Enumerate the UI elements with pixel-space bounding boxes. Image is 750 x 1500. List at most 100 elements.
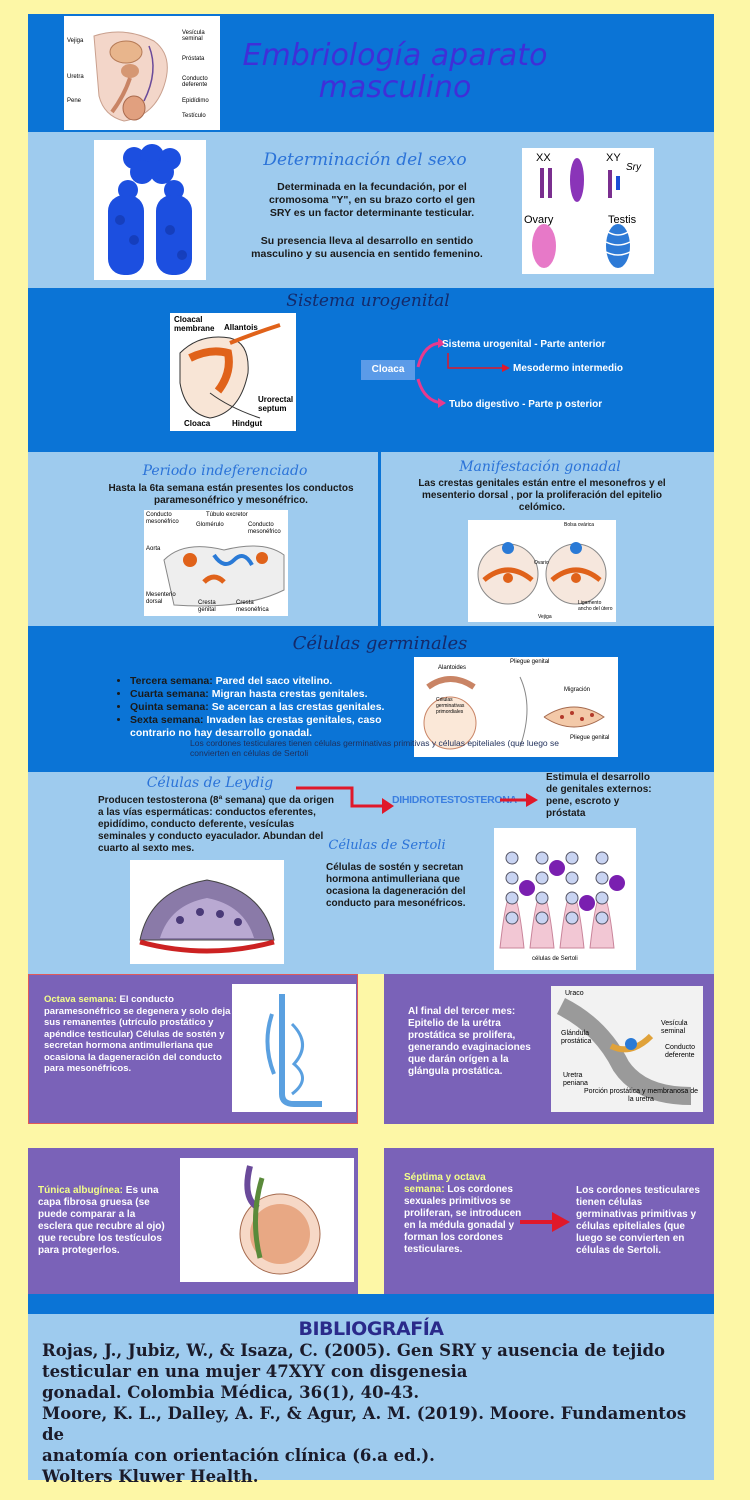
septima-value: Los cordones sexuales primitivos se prol… bbox=[404, 1184, 522, 1255]
label-uretra: Uretra bbox=[67, 74, 84, 80]
label-celulas-germ: Células germinativas primordiales bbox=[436, 697, 465, 715]
periodo-image: Conducto mesonéfrico Túbulo excretor Glo… bbox=[144, 510, 288, 616]
label-vesicula-2: Vesícula seminal bbox=[661, 1020, 688, 1035]
label-ligamento: Ligamento ancho del útero bbox=[578, 600, 613, 612]
xx-label: XX bbox=[536, 152, 551, 164]
germ-image: Pliegue genital Alantoides Células germi… bbox=[414, 657, 618, 757]
uro-arrows bbox=[416, 338, 510, 408]
germ-item: Tercera semana: Pared del saco vitelino. bbox=[130, 675, 412, 688]
bib-line: Rojas, J., Jubiz, W., & Isaza, C. (2005)… bbox=[42, 1341, 666, 1360]
gonadal-title: Manifestación gonadal bbox=[459, 459, 621, 475]
periodo-divider bbox=[378, 452, 381, 626]
label-migracion: Migración bbox=[564, 687, 591, 693]
septima-arrow bbox=[520, 1212, 570, 1232]
octava-image bbox=[232, 984, 356, 1112]
label-pene: Pene bbox=[67, 98, 82, 104]
bib-line: testicular en una mujer 47XYY con disgen… bbox=[42, 1362, 468, 1381]
label-glandula: Glándula prostática bbox=[561, 1030, 592, 1045]
bib-band-top bbox=[28, 1294, 714, 1314]
tunica-image bbox=[180, 1158, 354, 1282]
label-vejiga: Vejiga bbox=[67, 38, 84, 44]
leydig-image bbox=[130, 860, 284, 964]
label-aorta: Aorta bbox=[146, 546, 161, 552]
tunica-text: Túnica albugínea: Es una capa fibrosa gr… bbox=[38, 1185, 168, 1257]
label-allantois: Allantois bbox=[224, 323, 258, 332]
page-title: Embriología aparato masculino bbox=[225, 40, 565, 104]
septima-key: Séptima y octava semana: bbox=[404, 1172, 486, 1195]
bib-band bbox=[28, 1314, 714, 1480]
dht-arrow bbox=[500, 793, 538, 807]
anatomy-image: Vejiga Vesícula seminal Próstata Uretra … bbox=[64, 16, 220, 130]
label-urorectal: Urorectal septum bbox=[258, 395, 294, 413]
tunica-key: Túnica albugínea: bbox=[38, 1185, 124, 1196]
germ-item: Sexta semana: Invaden las crestas genita… bbox=[130, 714, 412, 740]
label-prostata: Próstata bbox=[182, 56, 205, 62]
label-ovario: Ovario bbox=[534, 560, 549, 566]
uro-title: Sistema urogenital bbox=[286, 291, 450, 311]
ovary-label: Ovary bbox=[524, 214, 554, 226]
label-glomerulo: Glomérulo bbox=[196, 522, 224, 528]
label-mesonefrico: Conducto mesonéfrico bbox=[146, 512, 179, 525]
tercer-key: Al final del tercer mes: bbox=[408, 1006, 516, 1017]
octava-value: El conducto paramesonéfrico se degenera … bbox=[44, 994, 231, 1074]
cloaca-label: Cloaca bbox=[361, 360, 415, 380]
bib-line: anatomía con orientación clínica (6.a ed… bbox=[42, 1446, 435, 1465]
label-testiculo: Testículo bbox=[182, 113, 206, 119]
label-mesonefrico-2: Conducto mesonéfrico bbox=[248, 522, 281, 535]
leydig-title: Células de Leydig bbox=[146, 775, 274, 791]
label-alantoides: Alantoides bbox=[438, 665, 467, 671]
germ-item: Quinta semana: Se acercan a las crestas … bbox=[130, 701, 412, 714]
label-mesenterio: Mesenterio dorsal bbox=[146, 592, 176, 605]
bib-title: BIBLIOGRAFÍA bbox=[298, 1318, 444, 1340]
label-deferente: Conducto deferente bbox=[182, 76, 208, 88]
gonadal-text: Las crestas genitales están entre el mes… bbox=[418, 478, 666, 513]
dht-label: DIHIDROTESTOSTERONA bbox=[392, 794, 517, 806]
label-vesicula: Vesícula seminal bbox=[182, 30, 205, 42]
bib-line: Moore, K. L., Dalley, A. F., & Agur, A. … bbox=[42, 1404, 687, 1444]
title-line-2: masculino bbox=[318, 70, 472, 105]
tercer-image: Uraco Vesícula seminal Glándula prostáti… bbox=[551, 986, 703, 1112]
cloaca-image: Cloacal membrane Allantois Urorectal sep… bbox=[170, 313, 296, 431]
xy-label: XY bbox=[606, 152, 621, 164]
label-hindgut: Hindgut bbox=[232, 419, 263, 428]
chromosome-image bbox=[94, 140, 206, 280]
label-cresta-genital: Cresta genital bbox=[198, 600, 216, 613]
germ-item: Cuarta semana: Migran hasta crestas geni… bbox=[130, 688, 412, 701]
germ-overlap-text: Los cordones testiculares tienen células… bbox=[190, 738, 559, 758]
label-uretra-peniana: Uretra peniana bbox=[563, 1072, 588, 1087]
uro-branch-mesodermo: Mesodermo intermedio bbox=[513, 363, 624, 374]
periodo-title: Periodo indeferenciado bbox=[142, 463, 308, 479]
leydig-arrow bbox=[296, 786, 394, 814]
gonadal-image: Bolsa ovárica Ovario Ligamento ancho del… bbox=[468, 520, 616, 622]
label-tubulo: Túbulo excretor bbox=[206, 512, 248, 518]
label-cloacal: Cloacal membrane bbox=[174, 315, 215, 333]
germ-title: Células germinales bbox=[292, 633, 468, 654]
label-cresta-mesonefrica: Cresta mesonéfrica bbox=[236, 600, 269, 613]
sex-title: Determinación del sexo bbox=[263, 150, 467, 170]
tunica-value: Es una capa fibrosa gruesa (se puede com… bbox=[38, 1185, 165, 1256]
bib-list: Rojas, J., Jubiz, W., & Isaza, C. (2005)… bbox=[42, 1340, 710, 1487]
uro-branch-posterior: Tubo digestivo - Parte p osterior bbox=[449, 399, 603, 410]
periodo-text: Hasta la 6ta semana están presentes los … bbox=[108, 483, 354, 506]
title-line-1: Embriología aparato bbox=[242, 38, 548, 73]
leydig-text: Producen testosterona (8ª semana) que da… bbox=[98, 795, 334, 854]
label-vejiga-2: Vejiga bbox=[538, 614, 552, 620]
label-pliegue-2: Pliegue genital bbox=[570, 735, 610, 741]
label-uraco: Uraco bbox=[565, 990, 584, 997]
sertoli-title: Células de Sertoli bbox=[328, 838, 446, 853]
label-pliegue: Pliegue genital bbox=[510, 659, 550, 665]
tercer-text: Al final del tercer mes: Epitelio de la … bbox=[408, 1006, 542, 1078]
bib-line: gonadal. Colombia Médica, 36(1), 40-43. bbox=[42, 1383, 420, 1402]
label-deferente-2: Conducto deferente bbox=[665, 1044, 695, 1059]
label-porcion: Porción prostática y membranosa de la ur… bbox=[584, 1088, 698, 1103]
sertoli-image: células de Sertoli bbox=[494, 828, 636, 970]
sex-paragraph-1: Determinada en la fecundación, por el cr… bbox=[268, 181, 475, 219]
bib-line: Wolters Kluwer Health. bbox=[42, 1467, 259, 1486]
septima-result: Los cordones testiculares tienen células… bbox=[576, 1185, 700, 1256]
sertoli-caption: células de Sertoli bbox=[532, 956, 578, 962]
sry-label: Sry bbox=[626, 162, 641, 173]
germ-list: Tercera semana: Pared del saco vitelino.… bbox=[112, 675, 412, 740]
octava-text: Octava semana: El conducto paramesonéfri… bbox=[44, 994, 232, 1075]
label-bolsa: Bolsa ovárica bbox=[564, 522, 595, 528]
label-cloaca-img: Cloaca bbox=[184, 419, 211, 428]
